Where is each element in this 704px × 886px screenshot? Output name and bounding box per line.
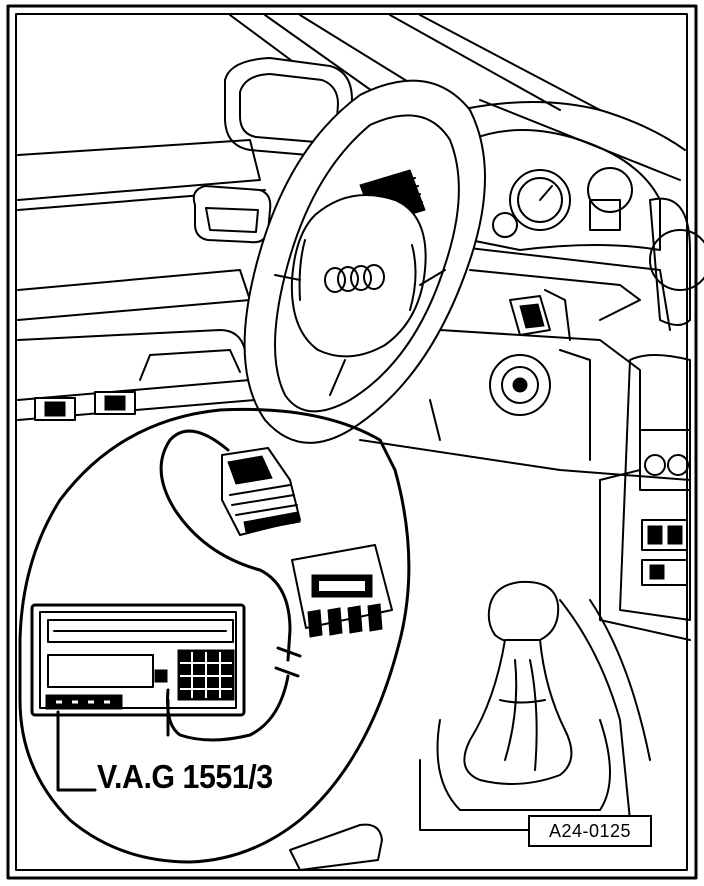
door-handle-recess bbox=[192, 185, 272, 244]
airbag-hub bbox=[290, 194, 427, 358]
tool-leader-line bbox=[56, 710, 97, 792]
gear-knob bbox=[487, 580, 560, 645]
steering-wheel bbox=[243, 79, 486, 444]
reference-code-box: A24-0125 bbox=[528, 815, 652, 847]
cable-break bbox=[166, 646, 302, 742]
diagnostic-socket bbox=[291, 544, 393, 638]
tachometer-gauge bbox=[587, 167, 633, 213]
speedometer-gauge bbox=[509, 169, 571, 231]
tester-display bbox=[47, 654, 154, 688]
detail-magnifier bbox=[18, 407, 411, 871]
interior-background bbox=[17, 14, 704, 821]
center-console bbox=[619, 354, 691, 621]
radio-unit bbox=[639, 429, 691, 491]
reference-code: A24-0125 bbox=[548, 821, 632, 841]
tool-label: V.A.G 1551/3 bbox=[97, 758, 273, 795]
inner-frame bbox=[15, 13, 688, 871]
instrument-cluster bbox=[469, 129, 661, 251]
vag-tester-device bbox=[30, 603, 246, 737]
tester-status-leds bbox=[45, 694, 123, 710]
diagnostic-plug bbox=[159, 429, 301, 662]
outer-frame bbox=[6, 4, 698, 880]
tester-printer-slot bbox=[47, 619, 234, 643]
gear-boot bbox=[463, 639, 573, 785]
audi-logo bbox=[324, 264, 385, 293]
tester-keypad bbox=[177, 649, 235, 701]
gear-lever bbox=[419, 580, 631, 831]
